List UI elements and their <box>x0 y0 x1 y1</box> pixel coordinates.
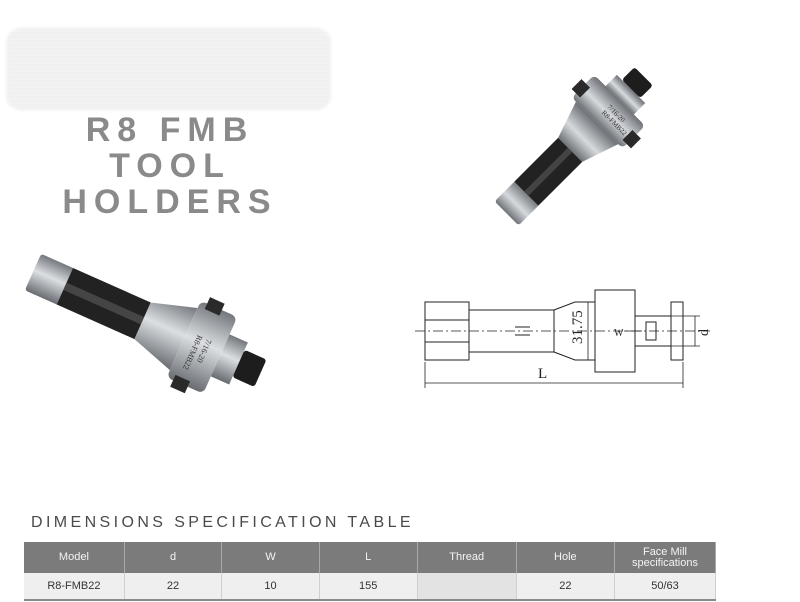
col-model: Model <box>24 542 125 573</box>
dim-shank-diameter: 31.75 <box>570 310 586 344</box>
spec-header-row: Model d W L Thread Hole Face Mill specif… <box>24 542 717 573</box>
spec-table-title: DIMENSIONS SPECIFICATION TABLE <box>31 514 414 531</box>
spec-table: Model d W L Thread Hole Face Mill specif… <box>24 542 717 601</box>
title-line-2: TOOL <box>109 147 231 185</box>
col-d: d <box>124 542 223 573</box>
tool-holder-photo-top: R8-FMB22 7/16-20 <box>495 68 652 225</box>
cell-hole: 22 <box>516 573 615 601</box>
title-line-1: R8 FMB <box>85 111 255 149</box>
col-thread: Thread <box>417 542 517 573</box>
tool-holder-photo-left: R8-FMB22 7/16-20 <box>25 254 266 394</box>
cell-face-mill: 50/63 <box>614 573 717 601</box>
header-smudge <box>6 28 331 110</box>
dim-bore-diameter: d <box>697 329 712 336</box>
title-line-3: HOLDERS <box>62 183 278 221</box>
col-l: L <box>319 542 418 573</box>
cell-model: R8-FMB22 <box>24 573 125 601</box>
col-hole: Hole <box>516 542 615 573</box>
dim-key-width: W <box>614 328 624 339</box>
table-row: R8-FMB22 22 10 155 22 50/63 <box>24 573 717 601</box>
cell-w: 10 <box>221 573 320 601</box>
technical-drawing: L 31.75 d W <box>415 289 712 388</box>
col-face-mill: Face Mill specifications <box>614 542 717 573</box>
cell-d: 22 <box>124 573 223 601</box>
col-w: W <box>221 542 320 573</box>
dim-total-length: L <box>538 366 547 382</box>
cell-l: 155 <box>319 573 418 601</box>
cell-thread <box>417 573 517 601</box>
page-title: R8 FMB TOOL HOLDERS <box>0 112 330 220</box>
